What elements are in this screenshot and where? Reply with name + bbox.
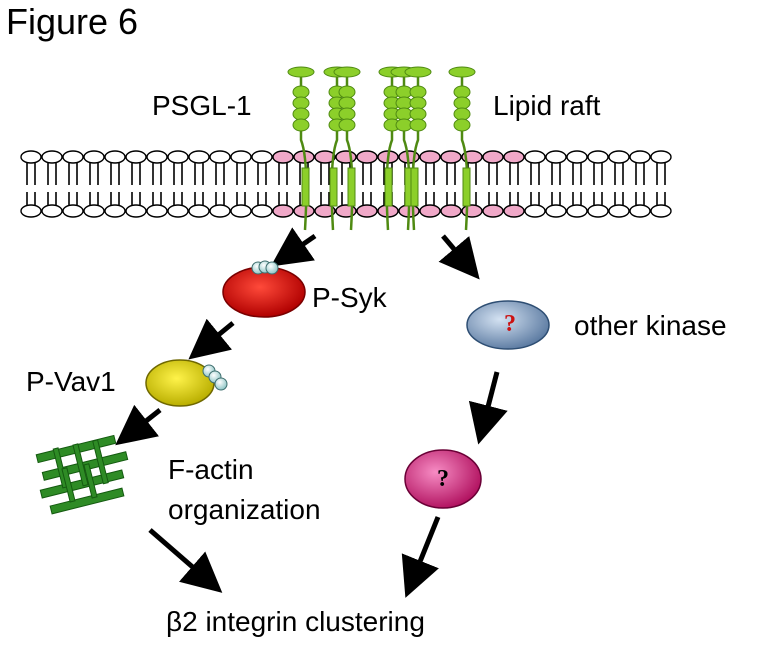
lipid-head [62, 150, 84, 164]
lipid-head [566, 204, 588, 218]
raft-lipid-head [503, 150, 525, 164]
psyk-kinase [222, 260, 306, 318]
lipid-head [20, 204, 42, 218]
phosphate-groups [202, 364, 228, 391]
other-kinase-label: other kinase [574, 310, 727, 341]
raft-lipid-head [314, 150, 336, 164]
lipid-head [650, 204, 672, 218]
arrow-membrane-to-other-kinase [438, 234, 480, 280]
lipid-head [251, 204, 273, 218]
lipid-head [41, 204, 63, 218]
phosphate-groups [251, 260, 279, 275]
raft-lipid-head [419, 204, 441, 218]
lipid-head [524, 204, 546, 218]
lipid-head [146, 204, 168, 218]
lipid-head [125, 150, 147, 164]
lipid-head [167, 150, 189, 164]
lipid-head [125, 204, 147, 218]
arrow-psyk-to-pvav1 [188, 318, 235, 360]
lipid-head [629, 150, 651, 164]
raft-lipid-head [314, 204, 336, 218]
lipid-head [188, 204, 210, 218]
lipid-head [146, 150, 168, 164]
lipid-head [83, 150, 105, 164]
lipid-head [629, 204, 651, 218]
lipid-head [41, 150, 63, 164]
lipid-head [230, 204, 252, 218]
other-kinase-node [466, 300, 550, 350]
arrow-unknown-to-integrin [401, 516, 441, 598]
lipid-head [587, 150, 609, 164]
raft-lipid-head [356, 204, 378, 218]
psgl1-receptors [287, 66, 476, 231]
raft-lipid-head [272, 204, 294, 218]
lipid-head [650, 150, 672, 164]
lipid-head [209, 204, 231, 218]
lipid-head [230, 150, 252, 164]
psgl1-receptor [287, 66, 315, 231]
raft-lipid-head [272, 150, 294, 164]
lipid-head [608, 204, 630, 218]
figure-title: Figure 6 [6, 1, 139, 42]
lipid-head [545, 150, 567, 164]
psgl1-label: PSGL-1 [152, 90, 252, 121]
f-actin-organization-label: F-actin organization [168, 450, 321, 530]
unknown-mark-other-kinase: ? [504, 311, 516, 337]
raft-lipid-head [440, 150, 462, 164]
arrow-other-kinase-to-unknown [468, 371, 508, 445]
lipid-head [83, 204, 105, 218]
raft-lipid-head [440, 204, 462, 218]
f-actin-label-line1: F-actin [168, 454, 254, 485]
lipid-head [524, 150, 546, 164]
raft-lipid-head [335, 150, 357, 164]
lipid-head [209, 150, 231, 164]
raft-lipid-head [461, 204, 483, 218]
cell-membrane-bilayer [20, 150, 672, 218]
arrow-pvav1-to-factin [115, 404, 162, 446]
raft-lipid-head [293, 204, 315, 218]
lipid-head [104, 204, 126, 218]
f-actin-label-line2: organization [168, 494, 321, 525]
unknown-kinase-node [404, 449, 482, 509]
lipid-raft-label: Lipid raft [493, 90, 601, 121]
psgl1-receptor [333, 66, 361, 231]
lipid-head [20, 150, 42, 164]
lipid-head [545, 204, 567, 218]
pvav1-label: P-Vav1 [26, 366, 116, 397]
psgl1-receptor [448, 66, 476, 231]
arrow-factin-to-integrin [148, 528, 223, 593]
unknown-mark-kinase: ? [437, 466, 449, 492]
raft-lipid-head [503, 204, 525, 218]
pvav1-protein [145, 359, 228, 407]
psgl1-receptor [404, 66, 432, 231]
lipid-head [608, 150, 630, 164]
lipid-head [62, 204, 84, 218]
integrin-clustering-label: β2 integrin clustering [166, 606, 425, 637]
pathway-arrows [115, 227, 508, 598]
lipid-head [167, 204, 189, 218]
raft-lipid-head [419, 150, 441, 164]
psyk-label: P-Syk [312, 282, 387, 313]
arrow-membrane-to-psyk [270, 227, 317, 267]
lipid-head [587, 204, 609, 218]
lipid-head [251, 150, 273, 164]
f-actin-filaments [35, 434, 129, 515]
raft-lipid-head [482, 150, 504, 164]
lipid-head [566, 150, 588, 164]
lipid-head [188, 150, 210, 164]
lipid-head [104, 150, 126, 164]
raft-lipid-head [356, 150, 378, 164]
raft-lipid-head [482, 204, 504, 218]
